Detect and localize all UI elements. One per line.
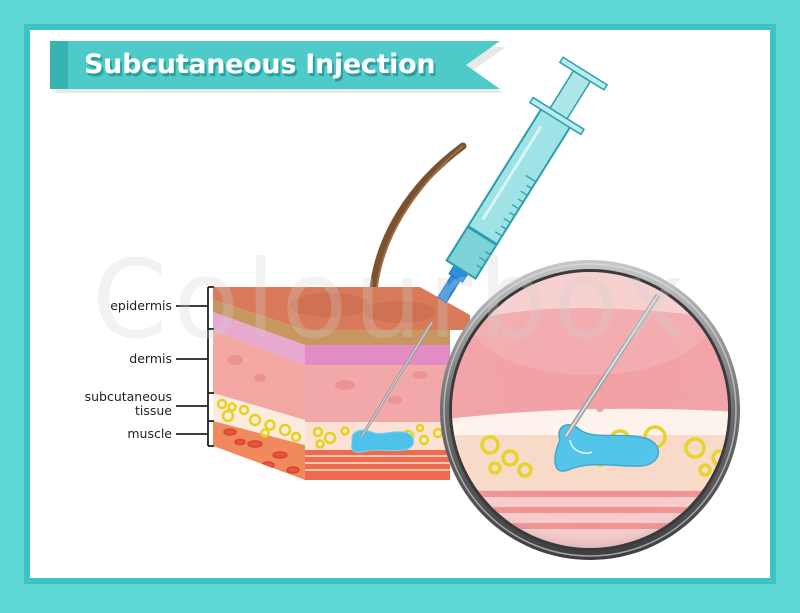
- label-epidermis: epidermis: [110, 298, 172, 313]
- page-title: Subcutaneous Injection: [84, 49, 436, 80]
- needle: [360, 321, 434, 437]
- hair: [368, 142, 467, 304]
- skin-cross-section: [213, 287, 470, 480]
- syringe: [437, 56, 609, 304]
- ribbon-shape: [50, 41, 506, 93]
- label-subcutaneous-line2: tissue: [134, 403, 172, 418]
- magnifier-lens: [440, 260, 740, 560]
- title-banner: Subcutaneous Injection: [50, 41, 506, 93]
- label-dermis: dermis: [129, 351, 172, 366]
- label-subcutaneous: subcutaneous tissue: [85, 390, 172, 418]
- label-muscle: muscle: [127, 426, 172, 441]
- layer-bracket: [176, 286, 214, 447]
- label-subcutaneous-line1: subcutaneous: [84, 389, 172, 404]
- injected-fluid: [350, 429, 415, 453]
